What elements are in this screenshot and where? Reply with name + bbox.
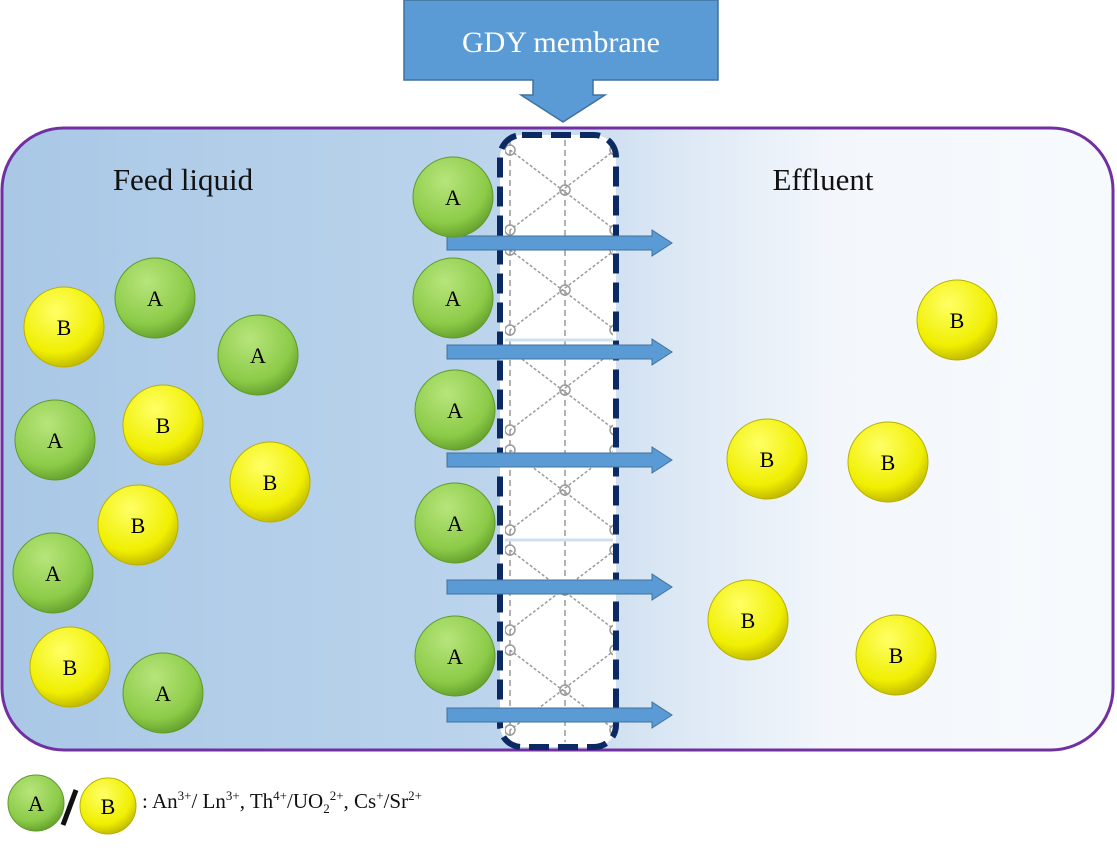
legend-pair-3: Cs+/Sr2+ xyxy=(354,788,422,813)
particle-label: A xyxy=(147,286,163,311)
particle-b: B xyxy=(23,286,105,368)
flow-arrow xyxy=(446,573,673,601)
gdy-membrane-callout: GDY membrane xyxy=(403,0,719,123)
particle-b: B xyxy=(97,484,179,566)
particle-a: A xyxy=(414,482,496,564)
flow-arrow xyxy=(446,701,673,729)
particle-a: A xyxy=(412,156,494,238)
legend-text: : An3+/ Ln3+, Th4+/UO22+, Cs+/Sr2+ xyxy=(142,788,422,817)
particle-a: A xyxy=(412,257,494,339)
particle-b: B xyxy=(726,418,808,500)
flow-arrow xyxy=(446,446,673,474)
legend-pair-2: Th4+/UO22+ xyxy=(249,788,344,817)
particle-label: A xyxy=(47,428,63,453)
legend-b-label: B xyxy=(101,794,116,819)
particle-a: A xyxy=(414,369,496,451)
particle-a: A xyxy=(14,399,96,481)
gdy-membrane xyxy=(497,132,619,750)
particle-b: B xyxy=(707,579,789,661)
particle-b: B xyxy=(847,421,929,503)
legend-slash xyxy=(60,789,79,826)
particle-a: A xyxy=(122,652,204,734)
particle-label: B xyxy=(760,447,775,472)
particle-label: B xyxy=(263,470,278,495)
legend-separator: : xyxy=(142,789,148,813)
legend-a-label: A xyxy=(28,791,44,816)
particle-label: B xyxy=(63,655,78,680)
particle-label: B xyxy=(156,413,171,438)
particle-a: A xyxy=(114,257,196,339)
particle-b: B xyxy=(916,279,998,361)
particle-label: A xyxy=(447,644,463,669)
particle-label: B xyxy=(741,608,756,633)
flow-arrow xyxy=(446,338,673,366)
particle-a: A xyxy=(217,314,299,396)
effluent-label: Effluent xyxy=(772,162,873,197)
particle-label: B xyxy=(950,308,965,333)
legend-symbols: A B xyxy=(7,774,137,835)
particle-b: B xyxy=(855,614,937,696)
particle-label: A xyxy=(250,343,266,368)
particle-a: A xyxy=(414,615,496,697)
particle-b: B xyxy=(29,626,111,708)
particle-a: A xyxy=(12,532,94,614)
callout-label: GDY membrane xyxy=(462,26,660,59)
particle-label: A xyxy=(447,398,463,423)
particle-label: B xyxy=(881,450,896,475)
particle-label: B xyxy=(57,315,72,340)
particle-label: B xyxy=(131,513,146,538)
particle-label: A xyxy=(447,511,463,536)
flow-arrow xyxy=(446,229,673,257)
legend-pair-1: An3+/ Ln3+ xyxy=(151,788,240,813)
particle-label: A xyxy=(45,561,61,586)
particle-label: B xyxy=(889,643,904,668)
legend-b-particle xyxy=(79,777,137,835)
particle-label: A xyxy=(445,286,461,311)
legend-a-particle xyxy=(7,774,65,832)
feed-liquid-label: Feed liquid xyxy=(113,162,254,197)
particle-b: B xyxy=(229,441,311,523)
particle-label: A xyxy=(445,185,461,210)
particle-label: A xyxy=(155,681,171,706)
particle-b: B xyxy=(122,384,204,466)
